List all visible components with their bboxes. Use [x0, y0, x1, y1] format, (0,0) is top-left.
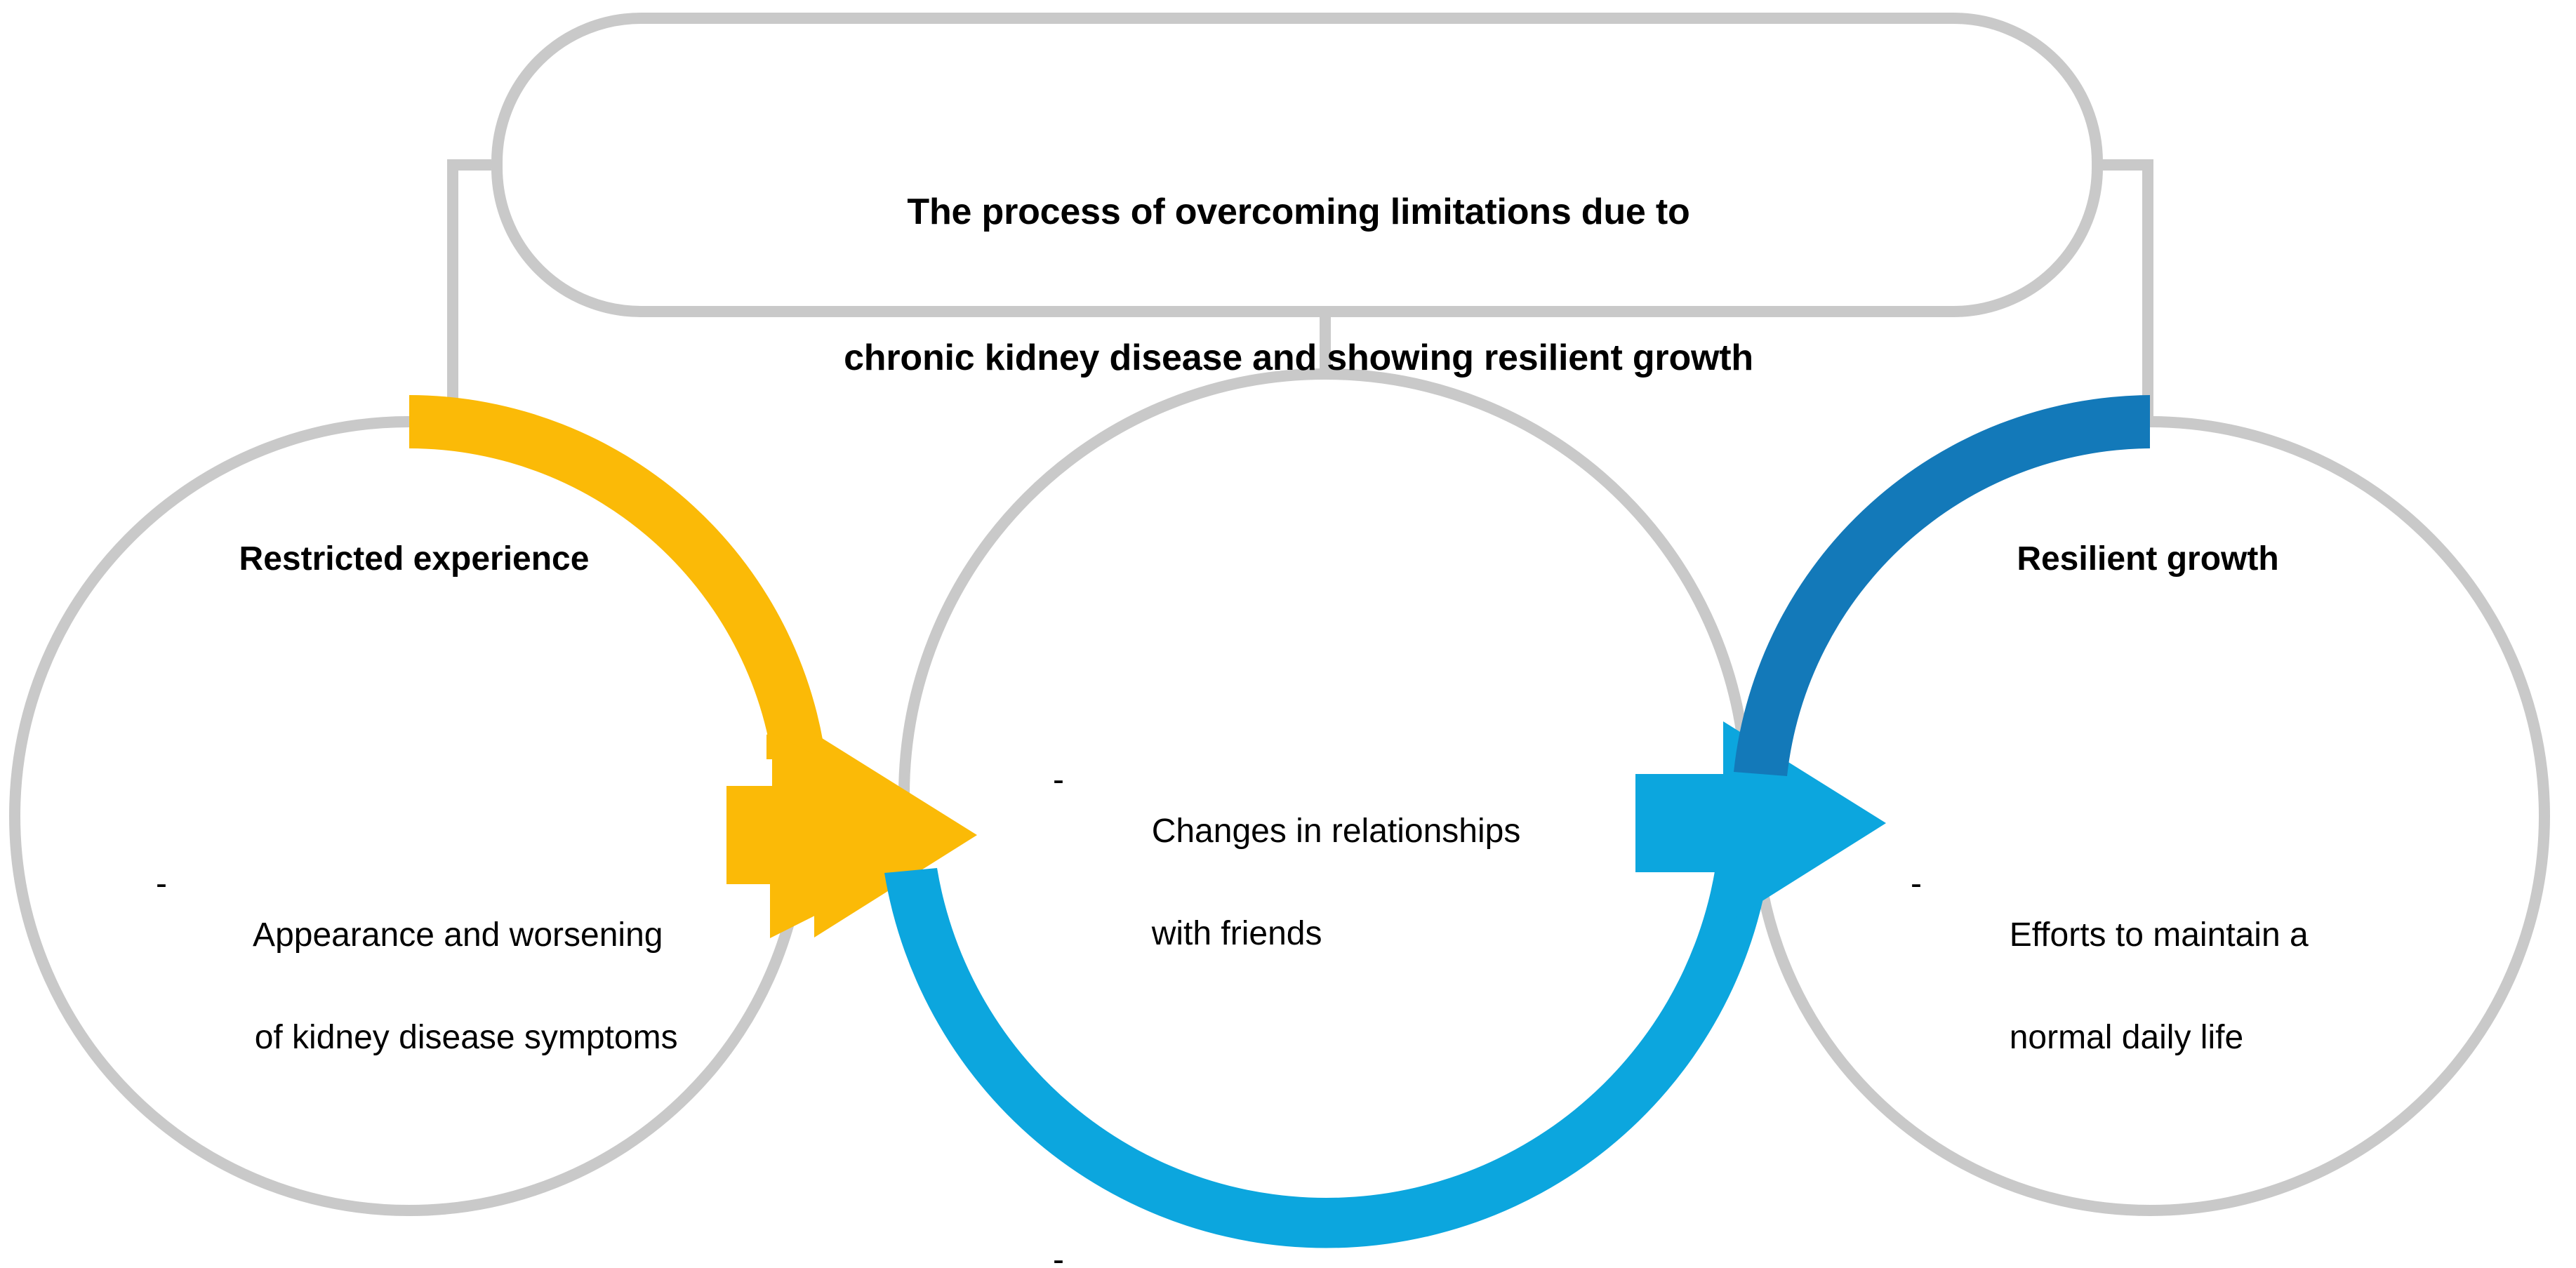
bullet-line: Appearance and worsening: [253, 916, 663, 954]
stage-bullets-transition: - Changes in relationships with friends …: [1053, 653, 1685, 1268]
bullet-line: with friends: [1151, 914, 1322, 952]
arc-darkblue-resilient: [1734, 395, 2150, 776]
title-line-1: The process of overcoming limitations du…: [907, 192, 1690, 233]
list-item: - Sensitivity about decrease in achievem…: [1053, 1235, 1685, 1268]
arrow-yellow: [726, 733, 977, 937]
stage-bullets-resilient-growth: - Efforts to maintain a normal daily lif…: [1911, 756, 2542, 1268]
bullet-line: Changes in relationships: [1151, 812, 1521, 850]
list-item: - Efforts to maintain a normal daily lif…: [1911, 859, 2542, 1115]
spacer: [1911, 1217, 2542, 1237]
bullet-line: of kidney disease symptoms: [254, 1018, 678, 1056]
list-item: - Appearance and worsening of kidney dis…: [156, 859, 766, 1115]
bullet-marker: -: [156, 865, 167, 902]
stage-heading-restricted-experience: Restricted experience: [239, 540, 590, 578]
connector-left: [447, 159, 491, 428]
bullet-marker: -: [1053, 761, 1064, 799]
spacer: [1053, 1114, 1685, 1133]
bullet-marker: -: [1911, 865, 1922, 902]
bullet-marker: -: [1053, 1241, 1064, 1268]
bullet-line: Efforts to maintain a: [2009, 916, 2309, 954]
arc-lightblue-transition: [884, 832, 1773, 1248]
stage-heading-resilient-growth: Resilient growth: [2017, 540, 2279, 578]
title-text-block: The process of overcoming limitations du…: [618, 91, 1979, 479]
stage-bullets-restricted-experience: - Appearance and worsening of kidney dis…: [156, 756, 766, 1268]
list-item: - Changes in relationships with friends: [1053, 755, 1685, 1011]
connector-right: [2102, 159, 2153, 428]
title-box-outline: [491, 13, 2103, 317]
arrow-lightblue: [1635, 721, 1886, 926]
title-line-2: chronic kidney disease and showing resil…: [844, 337, 1753, 378]
bullet-line: normal daily life: [2009, 1018, 2244, 1056]
spacer: [156, 1217, 766, 1237]
